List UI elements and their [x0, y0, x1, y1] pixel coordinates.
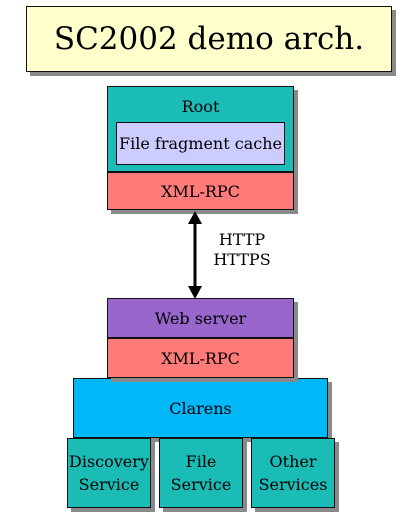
protocol-labels: HTTP HTTPS — [212, 230, 272, 270]
clarens-label: Clarens — [169, 398, 232, 418]
root-label: Root — [181, 97, 220, 116]
root-xml-rpc-box: XML-RPC — [107, 172, 294, 210]
diagram-title-text: SC2002 demo arch. — [53, 21, 365, 57]
service-label-line2: Services — [258, 475, 328, 494]
root-xml-rpc-label: XML-RPC — [161, 181, 240, 201]
web-server-label: Web server — [154, 308, 247, 328]
web-server-box: Web server — [107, 298, 294, 338]
service-label-line1: Other — [269, 452, 317, 471]
server-xml-rpc-label: XML-RPC — [161, 348, 240, 368]
bidirectional-arrow — [188, 211, 202, 299]
protocol-https-label: HTTPS — [213, 250, 271, 269]
file-fragment-cache-label: File fragment cache — [119, 134, 282, 153]
service-label-line2: Service — [78, 475, 140, 494]
protocol-http-label: HTTP — [218, 230, 266, 249]
discovery-service-box: Discovery Service — [67, 438, 151, 508]
other-services-box: Other Services — [251, 438, 335, 508]
service-label-line2: Service — [170, 475, 232, 494]
diagram-title: SC2002 demo arch. — [26, 6, 392, 72]
file-service-box: File Service — [159, 438, 243, 508]
service-label-line1: File — [185, 452, 217, 471]
server-xml-rpc-box: XML-RPC — [107, 338, 294, 378]
file-fragment-cache-box: File fragment cache — [116, 122, 285, 165]
clarens-box: Clarens — [73, 378, 328, 438]
service-label-line1: Discovery — [69, 452, 149, 471]
root-node: Root File fragment cache XML-RPC — [107, 86, 294, 210]
